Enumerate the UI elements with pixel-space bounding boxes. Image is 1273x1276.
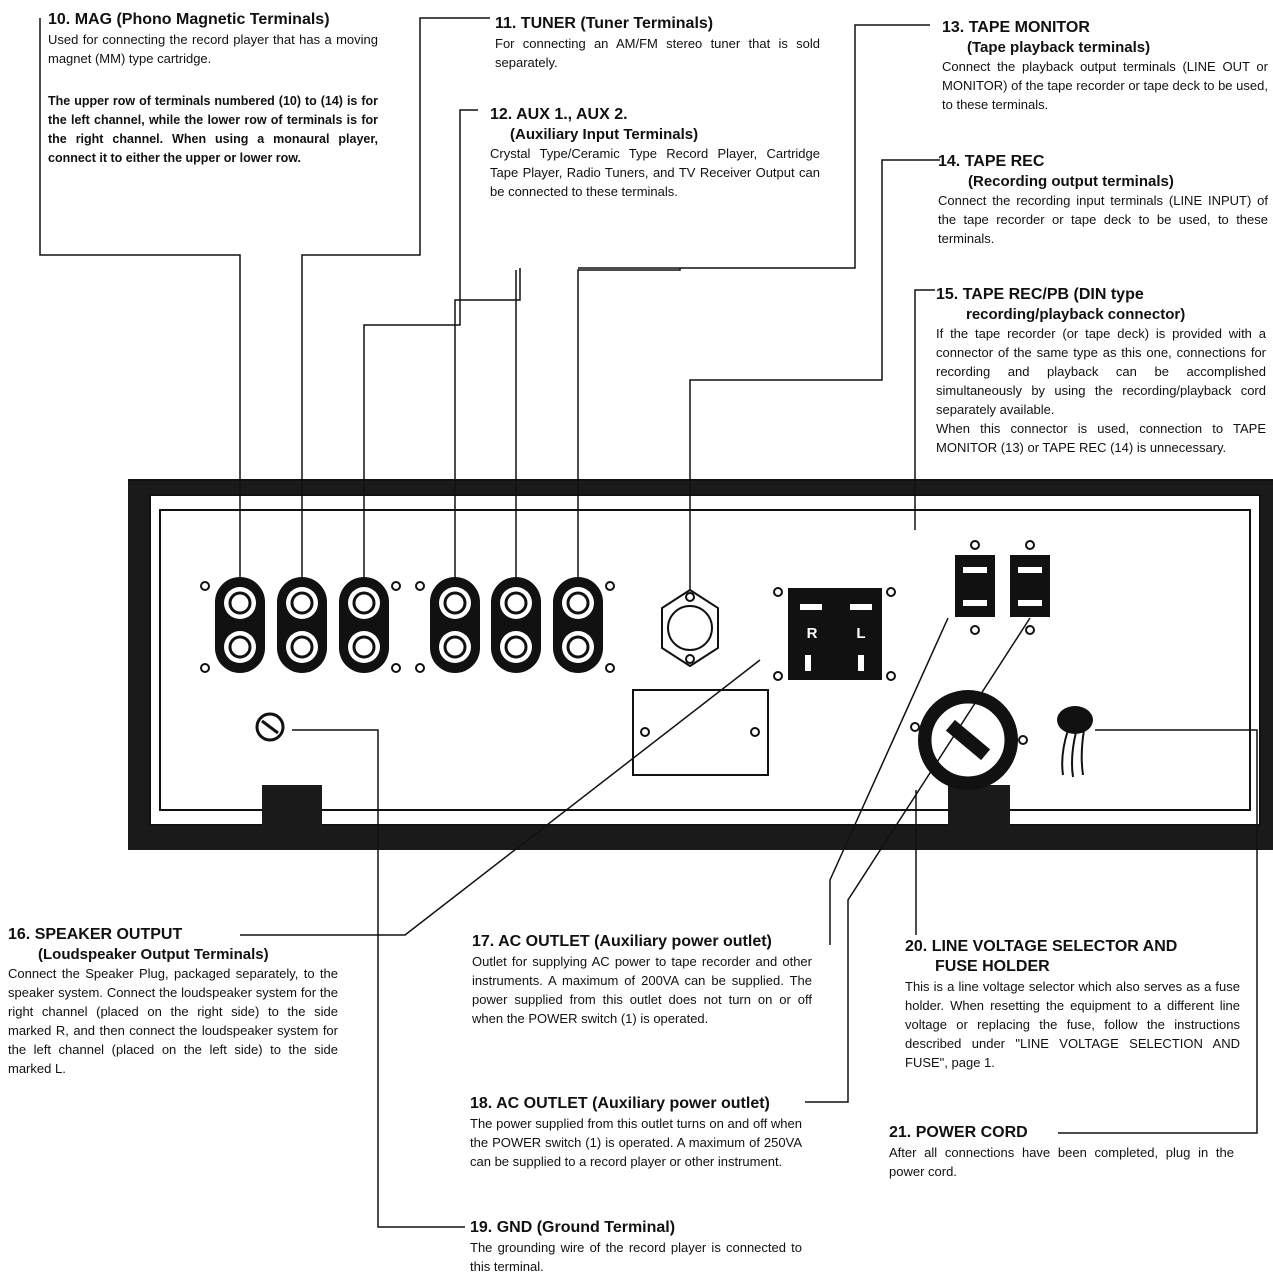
tape-terminal bbox=[553, 577, 603, 673]
voltage-selector bbox=[910, 690, 1028, 790]
aux2-terminal bbox=[491, 577, 541, 673]
mag-body: Used for connecting the record player th… bbox=[48, 32, 378, 66]
callout-cord: 21. POWER CORD After all connections hav… bbox=[889, 1123, 1234, 1181]
speaker-right-label: R bbox=[807, 625, 818, 642]
speaker-title: 16. SPEAKER OUTPUT bbox=[8, 926, 183, 943]
tape-monitor-body: Connect the playback output terminals (L… bbox=[942, 59, 1268, 112]
callout-mag: 10. MAG (Phono Magnetic Terminals) Used … bbox=[48, 10, 378, 168]
ac-outlets bbox=[955, 540, 1050, 635]
speaker-subtitle: (Loudspeaker Output Terminals) bbox=[38, 946, 269, 963]
tape-monitor-subtitle: (Tape playback terminals) bbox=[967, 39, 1151, 56]
rca-terminals bbox=[200, 577, 615, 673]
cord-body: After all connections have been complete… bbox=[889, 1145, 1234, 1179]
callout-ac18: 18. AC OUTLET (Auxiliary power outlet) T… bbox=[470, 1094, 802, 1171]
speaker-left-label: L bbox=[856, 625, 865, 642]
aux-subtitle: (Auxiliary Input Terminals) bbox=[510, 126, 699, 143]
speaker-body: Connect the Speaker Plug, packaged separ… bbox=[8, 966, 338, 1076]
mag-note: The upper row of terminals numbered (10)… bbox=[48, 94, 378, 165]
ac18-body: The power supplied from this outlet turn… bbox=[470, 1116, 802, 1169]
tape-rec-pb-body2: When this connector is used, connection … bbox=[936, 421, 1266, 455]
power-cord bbox=[1057, 706, 1093, 778]
tape-rec-pb-body: If the tape recorder (or tape deck) is p… bbox=[936, 326, 1266, 417]
tape-rec-subtitle: (Recording output terminals) bbox=[968, 173, 1174, 190]
tape-monitor-title: 13. TAPE MONITOR bbox=[942, 19, 1090, 36]
voltage-subtitle: FUSE HOLDER bbox=[935, 958, 1050, 975]
mag-terminal bbox=[215, 577, 265, 673]
speaker-output-block bbox=[773, 587, 896, 681]
aux1-terminal bbox=[430, 577, 480, 673]
tuner-title: 11. TUNER (Tuner Terminals) bbox=[495, 15, 714, 32]
callout-tuner: 11. TUNER (Tuner Terminals) For connecti… bbox=[495, 14, 820, 72]
gnd-screw bbox=[255, 712, 285, 742]
gnd-body: The grounding wire of the record player … bbox=[470, 1240, 802, 1274]
label-plate bbox=[632, 689, 769, 776]
tuner-body: For connecting an AM/FM stereo tuner tha… bbox=[495, 36, 820, 70]
callout-ac17: 17. AC OUTLET (Auxiliary power outlet) O… bbox=[472, 932, 812, 1028]
tape-rec-pb-subtitle: recording/playback connector) bbox=[966, 306, 1186, 323]
aux-body: Crystal Type/Ceramic Type Record Player,… bbox=[490, 146, 820, 199]
leader-lines bbox=[39, 17, 1258, 1228]
cord-title: 21. POWER CORD bbox=[889, 1124, 1028, 1141]
voltage-title: 20. LINE VOLTAGE SELECTOR AND bbox=[905, 938, 1178, 955]
callout-gnd: 19. GND (Ground Terminal) The grounding … bbox=[470, 1218, 802, 1276]
gnd-title: 19. GND (Ground Terminal) bbox=[470, 1219, 676, 1236]
callout-tape-monitor: 13. TAPE MONITOR (Tape playback terminal… bbox=[942, 18, 1268, 114]
tape-rec-body: Connect the recording input terminals (L… bbox=[938, 193, 1268, 246]
callout-voltage: 20. LINE VOLTAGE SELECTOR AND FUSE HOLDE… bbox=[905, 937, 1240, 1072]
aux-title: 12. AUX 1., AUX 2. bbox=[490, 106, 628, 123]
mag-title: 10. MAG (Phono Magnetic Terminals) bbox=[48, 11, 330, 28]
callout-aux: 12. AUX 1., AUX 2. (Auxiliary Input Term… bbox=[490, 105, 820, 201]
din-connector bbox=[661, 588, 719, 668]
ac17-body: Outlet for supplying AC power to tape re… bbox=[472, 954, 812, 1026]
callout-tape-rec-pb: 15. TAPE REC/PB (DIN type recording/play… bbox=[936, 285, 1266, 457]
mag-terminal-2 bbox=[277, 577, 327, 673]
callout-speaker: 16. SPEAKER OUTPUT (Loudspeaker Output T… bbox=[8, 925, 338, 1078]
tape-rec-title: 14. TAPE REC bbox=[938, 153, 1045, 170]
voltage-body: This is a line voltage selector which al… bbox=[905, 979, 1240, 1070]
tuner-terminal bbox=[339, 577, 389, 673]
tape-rec-pb-title: 15. TAPE REC/PB (DIN type bbox=[936, 286, 1144, 303]
ac18-title: 18. AC OUTLET (Auxiliary power outlet) bbox=[470, 1095, 770, 1112]
ac17-title: 17. AC OUTLET (Auxiliary power outlet) bbox=[472, 933, 772, 950]
callout-tape-rec: 14. TAPE REC (Recording output terminals… bbox=[938, 152, 1268, 248]
